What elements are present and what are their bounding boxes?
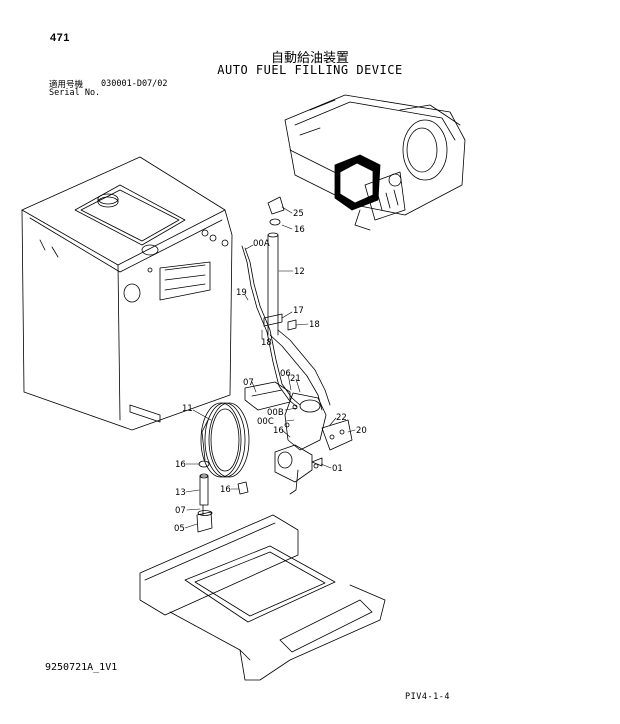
figure-code: 9250721A_1V1 (45, 662, 118, 673)
callout-16-seal: 16 (294, 225, 305, 235)
serial-label-english: Serial No. (49, 88, 101, 98)
page-number: 471 (50, 32, 70, 44)
callout-18-bolt: 18 (309, 320, 320, 330)
callout-18-clip: 18 (261, 338, 272, 348)
serial-number-range: 030001-D07/02 (101, 79, 168, 89)
callout-16-hose: 16 (175, 460, 186, 470)
callout-17: 17 (293, 306, 304, 316)
fuel-tank-illustration (21, 156, 233, 431)
page-code: PIV4-1-4 (405, 692, 450, 702)
callout-13: 13 (175, 488, 186, 498)
pump-assembly-illustration (284, 94, 466, 231)
callout-05: 05 (174, 524, 185, 534)
callout-11: 11 (182, 404, 193, 414)
callout-06: 06 (280, 369, 291, 379)
callout-00B: 00B (267, 408, 284, 418)
callout-00C: 00C (257, 417, 274, 427)
callout-22: 22 (336, 413, 347, 423)
callout-16-pump: 16 (273, 426, 284, 436)
title-english: AUTO FUEL FILLING DEVICE (217, 63, 403, 77)
callout-21: 21 (290, 374, 301, 384)
callout-01: 01 (332, 464, 343, 474)
callout-16-nozzle: 16 (220, 485, 231, 495)
serial-label-japanese: 適用号機 (49, 80, 84, 90)
callout-07-bracket: 07 (243, 378, 254, 388)
callout-19: 19 (236, 288, 247, 298)
callout-07-nozzle: 07 (175, 506, 186, 516)
mounting-frame-illustration (139, 514, 386, 681)
callout-12: 12 (294, 267, 305, 277)
title-japanese: 自動給油装置 (270, 51, 349, 66)
callout-20: 20 (356, 426, 367, 436)
callout-00A: 00A (253, 239, 270, 249)
callout-25: 25 (293, 209, 304, 219)
